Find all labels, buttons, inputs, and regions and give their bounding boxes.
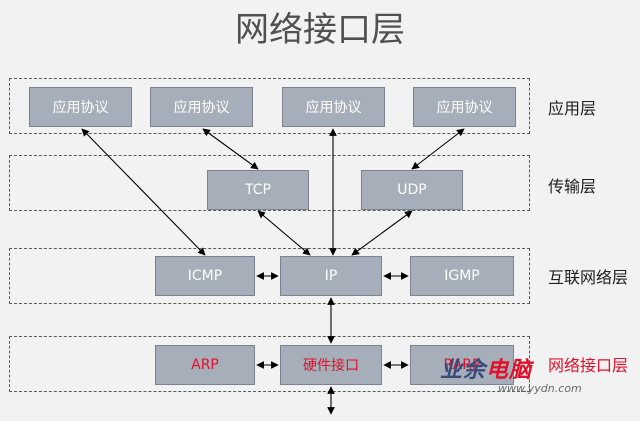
arrow-app1-icmp [81,128,206,256]
igmp-box: IGMP [410,256,514,296]
watermark-text-a: 业余 [440,358,487,383]
icmp-box: ICMP [155,256,255,296]
transport-layer-label: 传输层 [548,177,597,196]
internet-layer-label: 互联网络层 [548,268,629,287]
app-protocol-box-3: 应用协议 [282,87,385,127]
ip-box: IP [280,256,382,296]
arp-box: ARP [155,345,255,385]
hardware-interface-box: 硬件接口 [280,345,382,385]
arrow-app2-tcp [202,128,259,170]
page-title: 网络接口层 [235,10,405,50]
tcp-box: TCP [207,170,309,210]
watermark-url: www.yydn.com [498,382,582,395]
link-layer-frame [9,336,530,392]
arrow-app4-udp [411,128,465,170]
arrow-udp-ip [351,210,413,256]
watermark-logo: 业余电脑 www.yydn.com [440,352,635,412]
rarp-box: RARP [410,345,514,385]
watermark-text-b: 电脑 [486,358,533,383]
udp-box: UDP [361,170,463,210]
app-protocol-box-4: 应用协议 [413,87,516,127]
application-layer-frame [9,78,530,134]
arrow-tcp-ip [257,210,311,256]
transport-layer-frame [9,155,530,211]
link-layer-label: 网络接口层 [548,356,629,375]
application-layer-label: 应用层 [548,99,597,118]
app-protocol-box-2: 应用协议 [150,87,253,127]
app-protocol-box-1: 应用协议 [29,87,132,127]
